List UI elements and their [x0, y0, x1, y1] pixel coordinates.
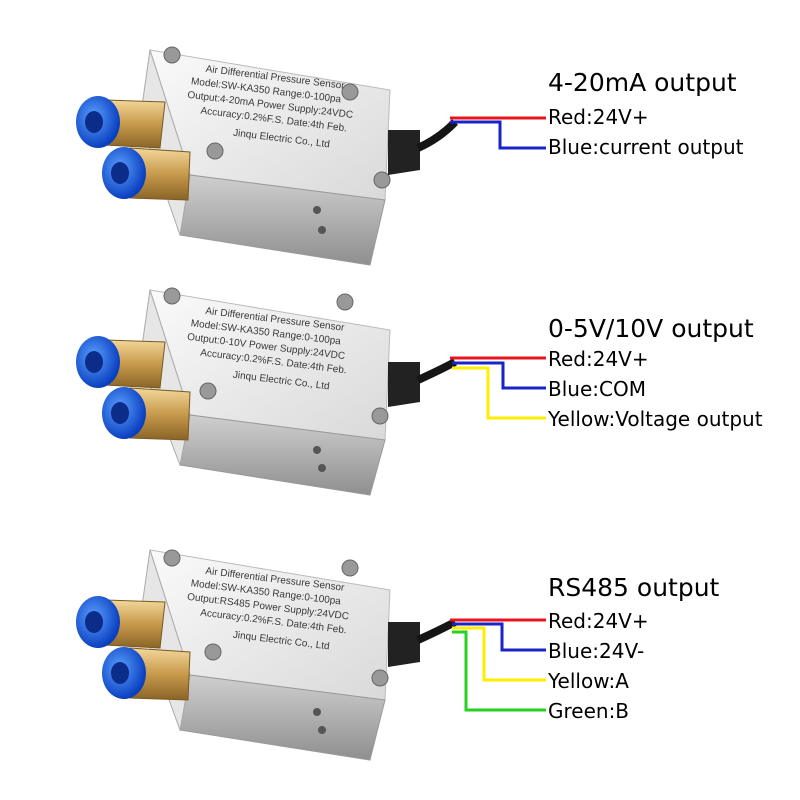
wire-yellow: [452, 366, 546, 420]
screw-icon: [199, 382, 217, 400]
mount-hole-icon: [313, 206, 321, 214]
wire-label-blue: Blue:COM: [548, 377, 646, 401]
screw-icon: [204, 643, 222, 661]
screw-icon: [206, 142, 224, 160]
panel-title: 0-5V/10V output: [548, 314, 754, 343]
wire-diagram: [450, 356, 546, 420]
screw-icon: [341, 559, 359, 577]
wire-label-red: Red:24V+: [548, 609, 649, 633]
panel-0-10v: Air Differential Pressure Sensor Model:S…: [0, 270, 800, 530]
wire-label-green: Green:B: [548, 699, 630, 723]
mount-hole-icon: [313, 708, 321, 716]
wire-blue: [452, 361, 546, 390]
screw-icon: [373, 171, 391, 189]
screw-icon: [163, 549, 181, 567]
sensor-device-image: Air Differential Pressure Sensor Model:S…: [76, 46, 458, 266]
wire-yellow: [452, 626, 546, 682]
cable-gland-icon: [388, 362, 420, 407]
wire-blue: [450, 120, 546, 150]
panel-title: RS485 output: [548, 573, 720, 602]
wire-label-blue: Blue:current output: [548, 135, 744, 159]
panel-title: 4-20mA output: [548, 68, 737, 97]
wire-label-red: Red:24V+: [548, 347, 649, 371]
screw-icon: [336, 293, 354, 311]
mount-hole-icon: [318, 226, 326, 234]
wire-blue: [452, 622, 546, 652]
mount-hole-icon: [318, 464, 326, 472]
screw-icon: [163, 46, 181, 64]
panel-4-20ma: Air Differential Pressure Sensor Model:S…: [0, 30, 800, 290]
screw-icon: [163, 287, 181, 305]
wire-label-blue: Blue:24V-: [548, 639, 645, 663]
wire-label-yellow: Yellow:A: [548, 669, 629, 693]
cable-gland-icon: [388, 622, 420, 667]
screw-icon: [371, 407, 389, 425]
mount-hole-icon: [313, 446, 321, 454]
sensor-device-image: Air Differential Pressure Sensor Model:S…: [76, 549, 457, 761]
wire-label-red: Red:24V+: [548, 105, 649, 129]
wire-diagram: [450, 618, 546, 712]
screw-icon: [371, 669, 389, 687]
wire-label-yellow: Yellow:Voltage output: [548, 407, 763, 431]
cable-icon: [416, 119, 458, 152]
sensor-device-image: Air Differential Pressure Sensor Model:S…: [76, 287, 457, 496]
cable-gland-icon: [388, 130, 420, 175]
mount-hole-icon: [318, 726, 326, 734]
wire-diagram: [450, 116, 546, 150]
screw-icon: [341, 83, 359, 101]
wire-green: [452, 630, 546, 712]
panel-rs485: Air Differential Pressure Sensor Model:S…: [0, 530, 800, 790]
